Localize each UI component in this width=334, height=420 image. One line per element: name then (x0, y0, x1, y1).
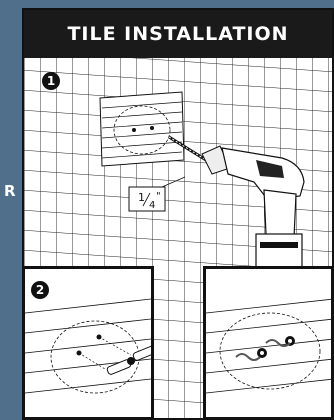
drill-bit-size-unit: " (156, 191, 161, 202)
drill-bit-size-label: 1 4 " (127, 175, 187, 215)
anchor-icon (106, 343, 151, 375)
title-bar: TILE INSTALLATION (24, 10, 332, 58)
step-1-badge: 1 (42, 72, 60, 90)
page-title: TILE INSTALLATION (67, 23, 288, 45)
step-2-anchor-diagram (25, 269, 151, 417)
step-1-number: 1 (47, 74, 55, 88)
step-3-inset (203, 266, 334, 420)
drill-bit-size-num: 1 (138, 191, 145, 204)
step-2-inset: 2 (22, 266, 154, 420)
step-3-anchor-installed-diagram (206, 269, 334, 417)
drill-bit-size-den: 4 (149, 200, 155, 211)
side-letter: R (4, 182, 16, 200)
